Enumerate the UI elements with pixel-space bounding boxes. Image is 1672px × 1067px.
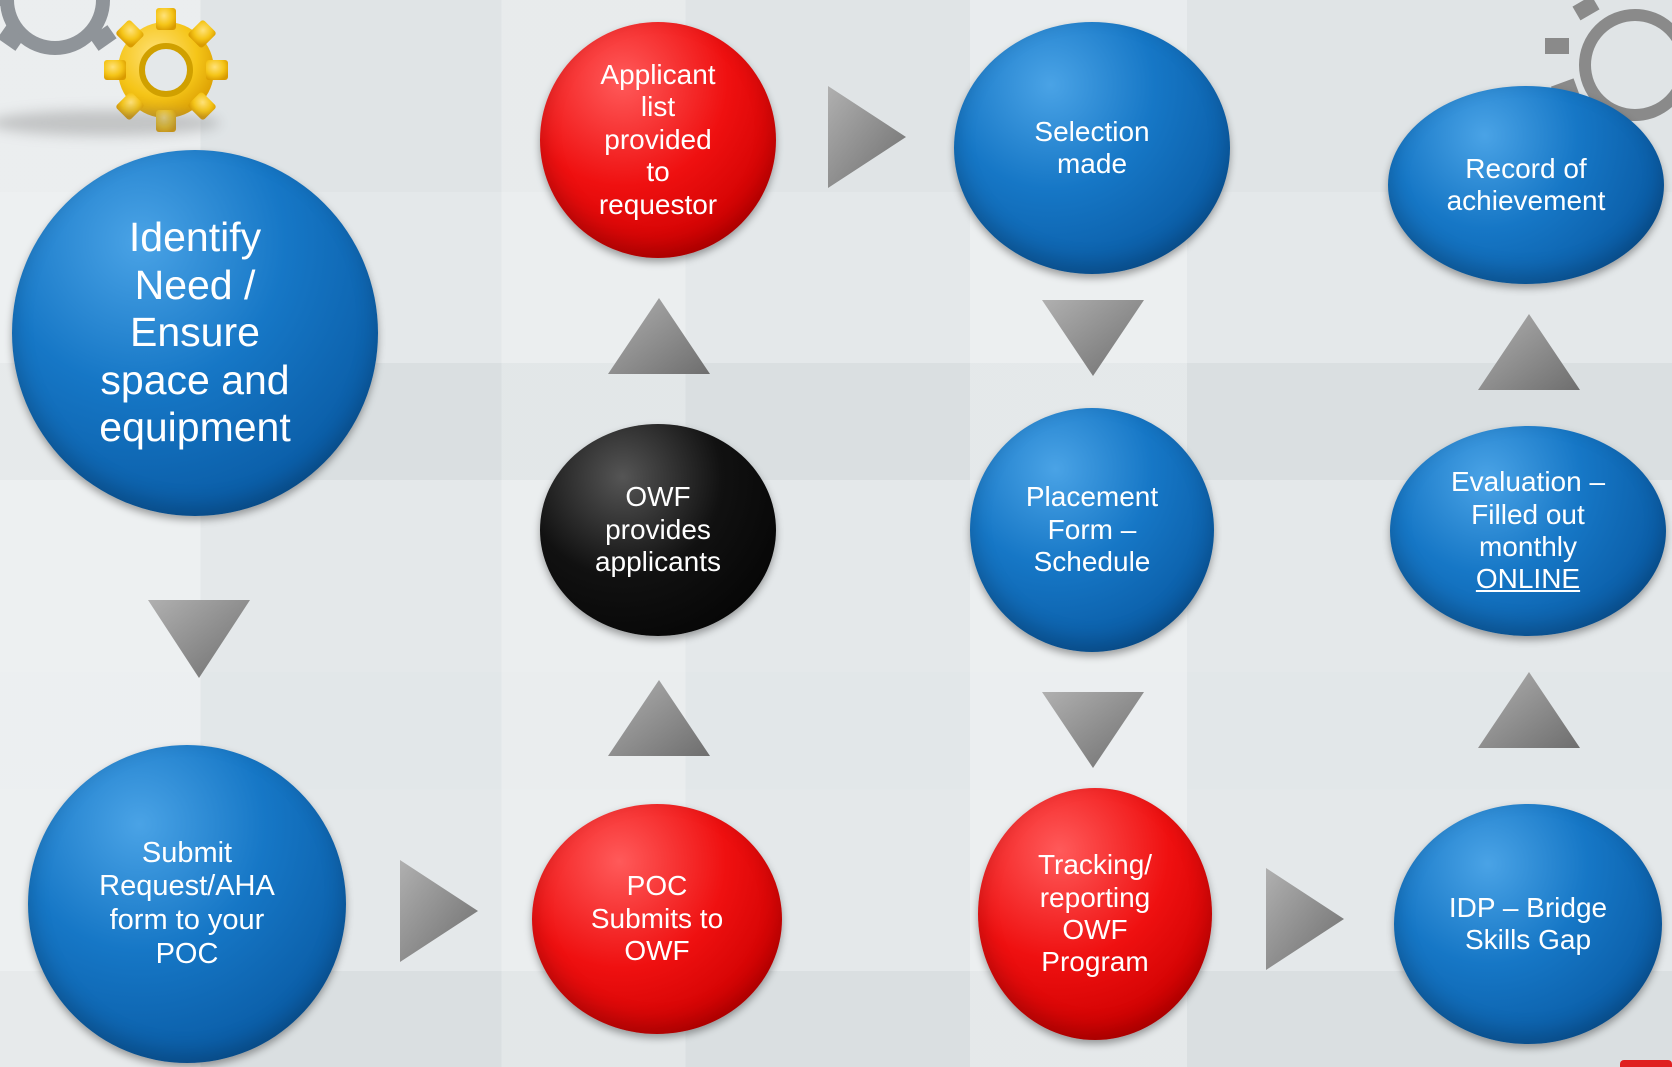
node-line: made [1056, 148, 1128, 179]
owf-provides-node: OWF provides applicants [540, 424, 776, 636]
node-line: monthly [1478, 531, 1578, 562]
node-line: POC [626, 870, 688, 902]
node-line: POC [155, 937, 219, 970]
node-line: Placement [1025, 481, 1159, 513]
node-line: list [640, 91, 676, 123]
node-line: Identify [128, 214, 262, 261]
node-line: Schedule [1033, 546, 1151, 578]
node-line: Need / [134, 261, 256, 308]
node-line: space and [100, 356, 290, 403]
applicant-list-node: Applicant list provided to requestor [540, 22, 776, 258]
arrow-right-icon [400, 860, 478, 962]
arrow-up-icon [1478, 672, 1580, 748]
node-line: Form – [1047, 513, 1137, 545]
record-node: Record of achievement [1388, 86, 1664, 284]
node-line: OWF [624, 935, 690, 967]
node-line: form to your [109, 904, 265, 936]
node-line: Tracking/ [1037, 849, 1153, 881]
arrow-down-icon [1042, 300, 1144, 376]
node-line: Request/AHA [99, 870, 275, 903]
online-link[interactable]: ONLINE [1475, 563, 1581, 595]
identify-need-node: Identify Need / Ensure space and equipme… [12, 150, 378, 516]
node-line: Applicant [600, 58, 716, 90]
node-line: Submit [141, 836, 233, 869]
node-line: requestor [598, 188, 718, 220]
arrow-down-icon [1042, 692, 1144, 768]
node-line: Evaluation – [1450, 466, 1606, 498]
corner-mark [1620, 1060, 1672, 1067]
node-line: Selection [1034, 115, 1150, 147]
node-line: to [646, 156, 670, 188]
gear-gray-icon [0, 0, 117, 55]
node-line: IDP – Bridge [1448, 891, 1608, 923]
node-line: Program [1041, 946, 1149, 978]
node-line: reporting [1039, 881, 1151, 913]
arrow-right-icon [828, 86, 906, 188]
node-line: OWF [1062, 914, 1128, 945]
node-line: Record of [1465, 152, 1587, 184]
selection-made-node: Selection made [954, 22, 1230, 274]
node-line: equipment [99, 404, 291, 451]
tracking-node: Tracking/ reporting OWF Program [978, 788, 1212, 1040]
arrow-right-icon [1266, 868, 1344, 970]
poc-submits-node: POC Submits to OWF [532, 804, 782, 1034]
evaluation-node: Evaluation – Filled out monthly ONLINE [1390, 426, 1666, 636]
node-line: Skills Gap [1464, 924, 1592, 955]
node-line: achievement [1446, 185, 1606, 216]
placement-form-node: Placement Form – Schedule [970, 408, 1214, 652]
node-line: OWF [625, 481, 691, 513]
node-line: Filled out [1471, 498, 1585, 530]
idp-node: IDP – Bridge Skills Gap [1394, 804, 1662, 1044]
gear-yellow-icon [104, 8, 228, 132]
arrow-down-icon [148, 600, 250, 678]
node-line: applicants [594, 546, 722, 578]
node-line: Submits to [590, 902, 724, 934]
arrow-up-icon [608, 680, 710, 756]
gear-shadow [0, 110, 220, 136]
node-line: Ensure [130, 309, 260, 356]
arrow-up-icon [1478, 314, 1580, 390]
arrow-up-icon [608, 298, 710, 374]
node-line: provides [605, 513, 711, 545]
submit-request-node: Submit Request/AHA form to your POC [28, 745, 346, 1063]
node-line: provided [604, 123, 712, 155]
